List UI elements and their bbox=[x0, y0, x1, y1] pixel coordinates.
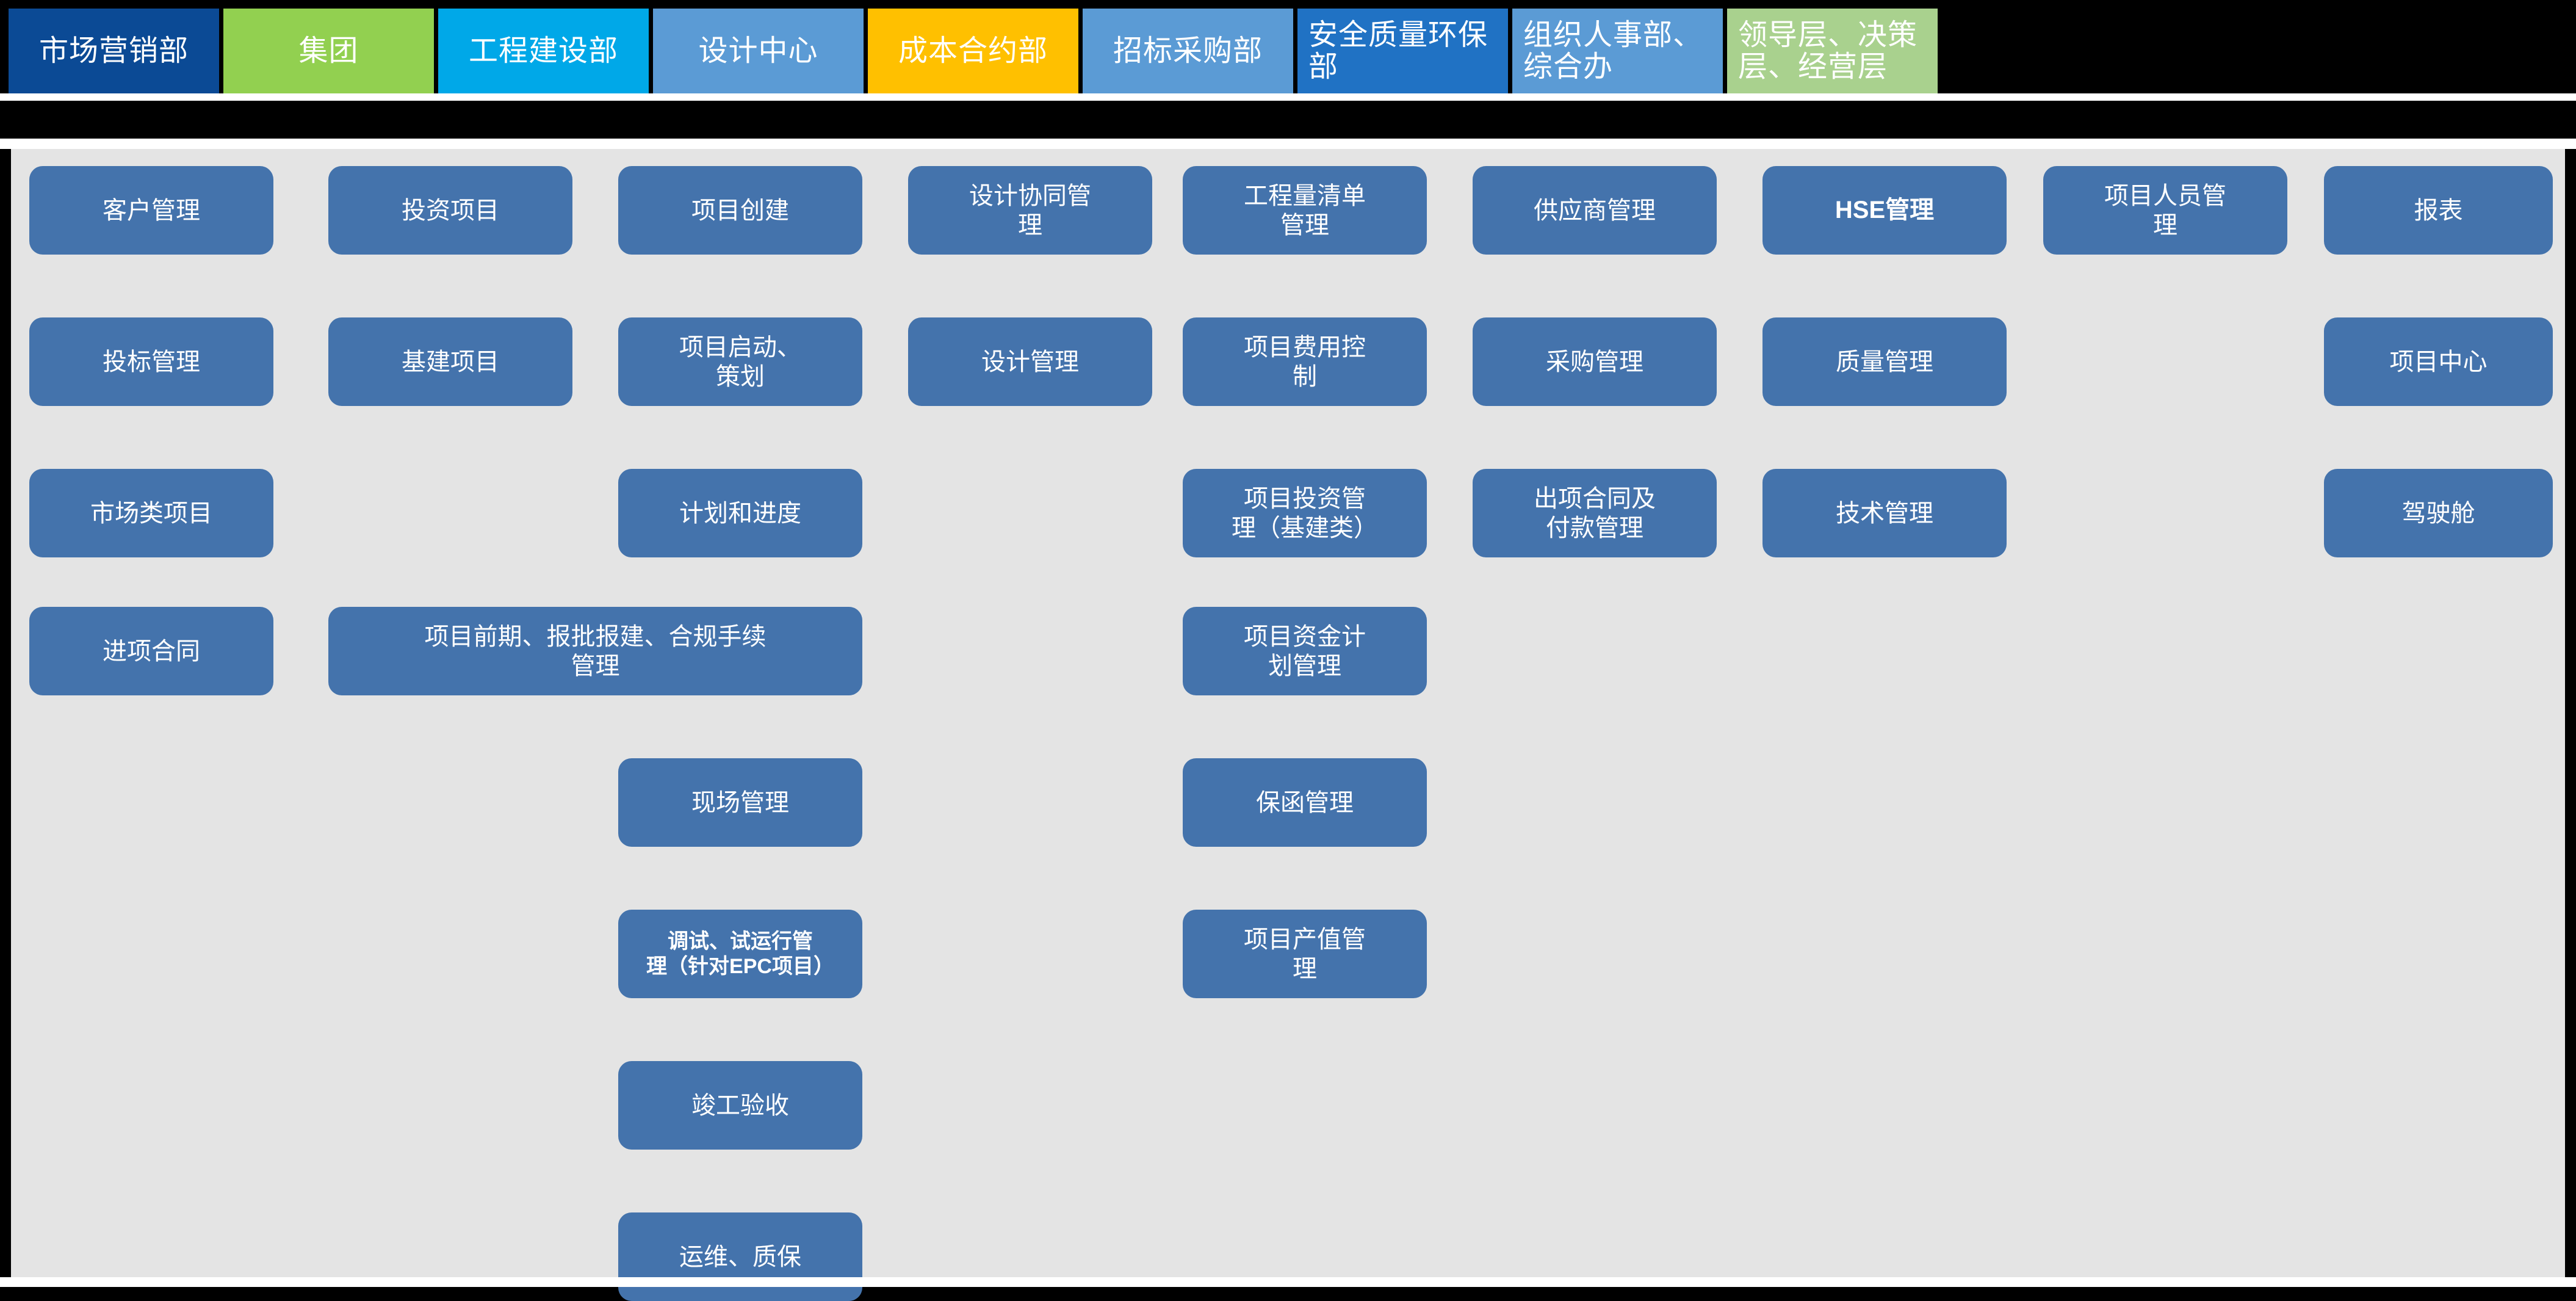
function-cell[interactable]: 调试、试运行管 理（针对EPC项目） bbox=[618, 910, 862, 998]
department-header-4[interactable]: 设计中心 bbox=[653, 9, 864, 93]
white-gap-band bbox=[0, 139, 2576, 149]
department-header-6[interactable]: 招标采购部 bbox=[1083, 9, 1293, 93]
function-cell[interactable]: 项目创建 bbox=[618, 166, 862, 255]
function-cell[interactable]: 基建项目 bbox=[328, 317, 572, 406]
department-header-strip: 市场营销部集团工程建设部设计中心成本合约部招标采购部安全质量环保部组织人事部、综… bbox=[0, 9, 2576, 93]
function-cell[interactable]: 项目投资管 理（基建类） bbox=[1183, 469, 1427, 557]
function-matrix-panel: 客户管理投标管理市场类项目进项合同 投资项目基建项目项目创建项目启动、 策划计划和… bbox=[11, 149, 2565, 1301]
function-cell[interactable]: 技术管理 bbox=[1762, 469, 2007, 557]
function-cell[interactable]: 投资项目 bbox=[328, 166, 572, 255]
function-cell[interactable]: 项目产值管 理 bbox=[1183, 910, 1427, 998]
department-header-3[interactable]: 工程建设部 bbox=[438, 9, 649, 93]
black-separator-band bbox=[0, 101, 2576, 139]
function-cell[interactable]: 质量管理 bbox=[1762, 317, 2007, 406]
department-header-9[interactable]: 领导层、决策层、经营层 bbox=[1727, 9, 1938, 93]
function-cell[interactable]: 现场管理 bbox=[618, 758, 862, 847]
function-cell[interactable]: 供应商管理 bbox=[1473, 166, 1717, 255]
panel-bottom-white-band bbox=[0, 1277, 2576, 1287]
function-cell[interactable]: 项目费用控 制 bbox=[1183, 317, 1427, 406]
function-cell[interactable]: 工程量清单 管理 bbox=[1183, 166, 1427, 255]
function-cell[interactable]: 出项合同及 付款管理 bbox=[1473, 469, 1717, 557]
function-cell[interactable]: 进项合同 bbox=[29, 607, 273, 695]
function-cell[interactable]: 客户管理 bbox=[29, 166, 273, 255]
department-header-8[interactable]: 组织人事部、综合办 bbox=[1512, 9, 1723, 93]
function-cell[interactable]: 设计管理 bbox=[908, 317, 1152, 406]
function-cell[interactable]: 设计协同管 理 bbox=[908, 166, 1152, 255]
function-cell[interactable]: 竣工验收 bbox=[618, 1061, 862, 1150]
function-cell[interactable]: 采购管理 bbox=[1473, 317, 1717, 406]
function-cell[interactable]: 报表 bbox=[2324, 166, 2553, 255]
department-header-2[interactable]: 集团 bbox=[223, 9, 434, 93]
function-cell[interactable]: 运维、质保 bbox=[618, 1212, 862, 1301]
department-header-1[interactable]: 市场营销部 bbox=[9, 9, 219, 93]
function-cell[interactable]: 项目启动、 策划 bbox=[618, 317, 862, 406]
department-header-5[interactable]: 成本合约部 bbox=[868, 9, 1078, 93]
function-cell[interactable]: 项目前期、报批报建、合规手续 管理 bbox=[328, 607, 862, 695]
function-cell[interactable]: 项目人员管 理 bbox=[2043, 166, 2287, 255]
function-cell[interactable]: HSE管理 bbox=[1762, 166, 2007, 255]
function-cell[interactable]: 投标管理 bbox=[29, 317, 273, 406]
function-cell[interactable]: 项目中心 bbox=[2324, 317, 2553, 406]
department-header-7[interactable]: 安全质量环保部 bbox=[1297, 9, 1508, 93]
function-cell[interactable]: 计划和进度 bbox=[618, 469, 862, 557]
function-cell[interactable]: 保函管理 bbox=[1183, 758, 1427, 847]
header-divider-white bbox=[0, 93, 2576, 101]
function-cell[interactable]: 市场类项目 bbox=[29, 469, 273, 557]
function-cell[interactable]: 驾驶舱 bbox=[2324, 469, 2553, 557]
function-cell[interactable]: 项目资金计 划管理 bbox=[1183, 607, 1427, 695]
